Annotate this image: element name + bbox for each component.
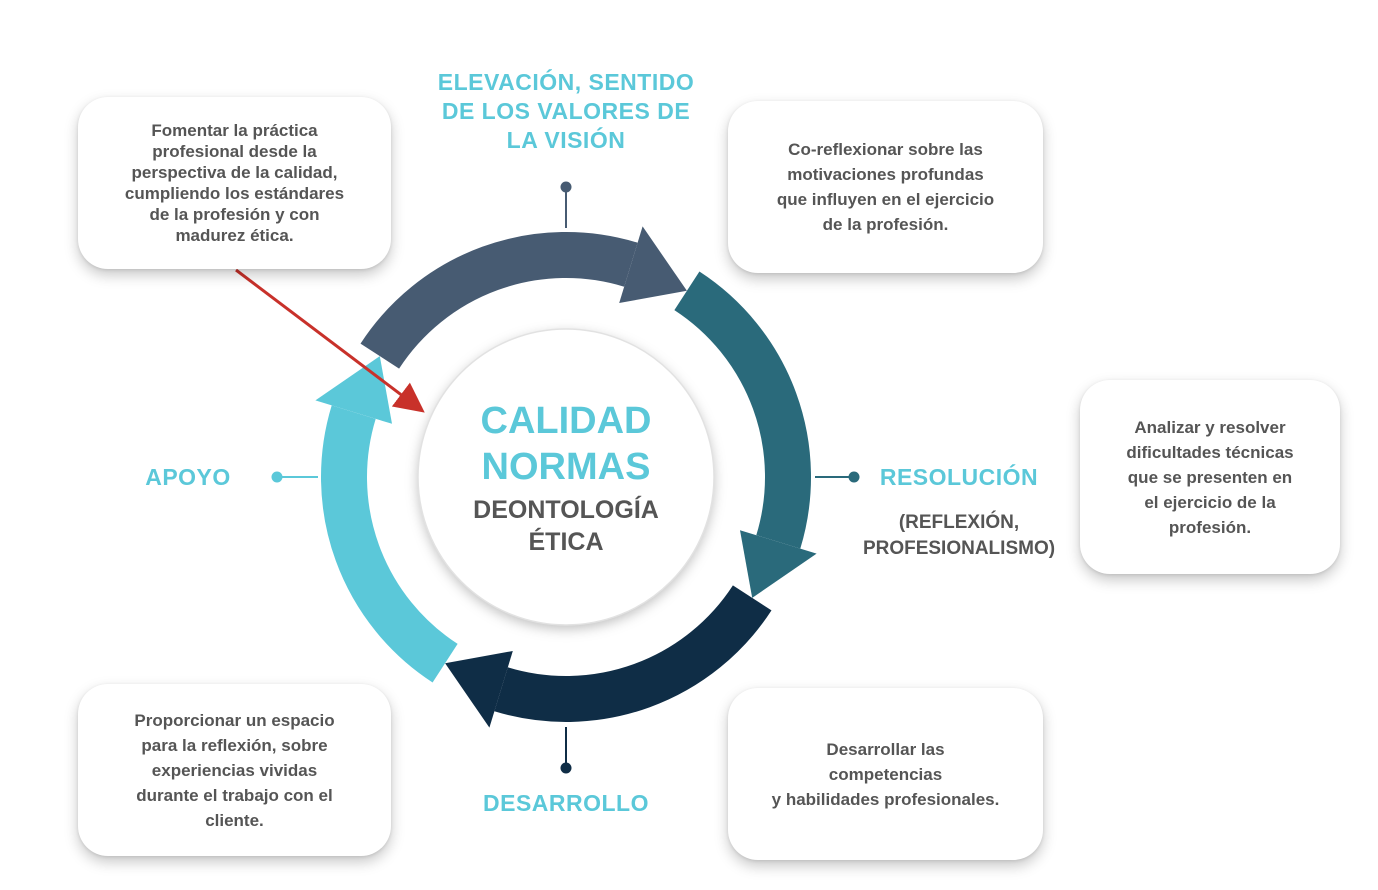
center-line-deontologia: DEONTOLOGÍA ÉTICA: [473, 496, 659, 556]
connector-dot-right: [848, 471, 860, 483]
card-bottom-right-text: Desarrollar las competencias y habilidad…: [771, 739, 1000, 809]
ring-segment-right-arrowhead: [740, 530, 817, 598]
center-line-normas: NORMAS: [481, 446, 651, 488]
ring-segment-bottom: [494, 585, 772, 722]
stage-label-left: APOYO: [145, 464, 231, 490]
center-line-calidad: CALIDAD: [480, 400, 652, 442]
card-bottom-left-text: Proporcionar un espacio para la reflexió…: [134, 710, 335, 830]
stage-label-top: ELEVACIÓN, SENTIDO DE LOS VALORES DE LA …: [437, 69, 695, 153]
stage-right-subtitle: (REFLEXIÓN, PROFESIONALISMO): [862, 512, 1056, 559]
card-top-right-text: Co-reflexionar sobre las motivaciones pr…: [776, 140, 995, 234]
card-top-left: Fomentar la práctica profesional desde l…: [78, 97, 391, 269]
card-top-left-text: Fomentar la práctica profesional desde l…: [124, 121, 345, 245]
card-top-right: Co-reflexionar sobre las motivaciones pr…: [728, 101, 1043, 273]
ring-segment-right: [674, 271, 811, 549]
stage-right-title: RESOLUCIÓN: [879, 464, 1039, 490]
red-pointer-arrow: [235, 268, 425, 413]
connector-dot-bottom: [560, 762, 572, 774]
connector-dot-top: [560, 181, 572, 193]
card-bottom-right: Desarrollar las competencias y habilidad…: [728, 688, 1043, 860]
connector-dot-left: [271, 471, 283, 483]
card-bottom-left: Proporcionar un espacio para la reflexió…: [78, 684, 391, 856]
ring-segment-left: [321, 405, 458, 683]
card-right-text: Analizar y resolver dificultades técnica…: [1126, 417, 1294, 537]
cycle-ring: [315, 226, 817, 728]
ring-segment-top-arrowhead: [619, 226, 687, 303]
center-circle: [418, 329, 714, 625]
stage-label-bottom: DESARROLLO: [483, 790, 649, 816]
card-right: Analizar y resolver dificultades técnica…: [1080, 380, 1340, 574]
ring-segment-bottom-arrowhead: [445, 651, 513, 728]
stage-label-right: RESOLUCIÓN (REFLEXIÓN, PROFESIONALISMO): [846, 445, 1072, 580]
center-circle-border: [417, 328, 715, 626]
ring-segment-top: [360, 232, 638, 369]
center-label: CALIDAD NORMAS DEONTOLOGÍA ÉTICA: [416, 398, 716, 558]
